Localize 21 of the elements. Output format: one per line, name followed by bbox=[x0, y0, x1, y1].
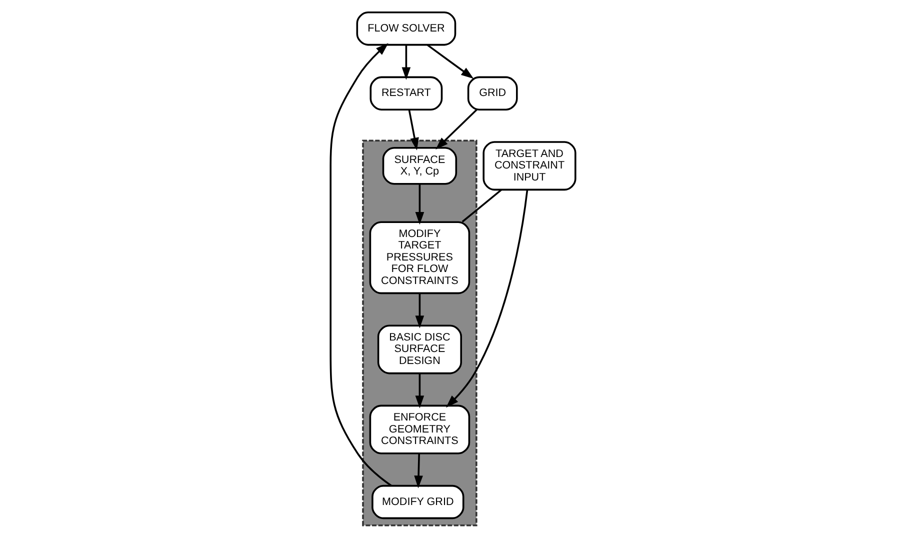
cluster bbox=[362, 140, 477, 526]
arrow bbox=[401, 45, 410, 80]
node-box: BASIC DISC SURFACE DESIGN bbox=[376, 324, 462, 374]
node-box: SURFACE X, Y, Cp bbox=[382, 146, 457, 185]
arrow bbox=[408, 109, 418, 150]
arrow bbox=[414, 293, 424, 328]
node-box: TARGET AND CONSTRAINT INPUT bbox=[482, 141, 576, 191]
node-box: RESTART bbox=[369, 76, 442, 110]
connector bbox=[461, 189, 502, 222]
arrow bbox=[414, 373, 424, 408]
node-box: ENFORCE GEOMETRY CONSTRAINTS bbox=[368, 404, 470, 454]
arrow bbox=[414, 454, 422, 488]
arrow bbox=[329, 43, 392, 486]
node-box: GRID bbox=[466, 76, 518, 110]
arrow bbox=[435, 108, 477, 150]
node-box: FLOW SOLVER bbox=[356, 12, 456, 46]
arrow bbox=[414, 184, 424, 225]
arrow bbox=[446, 190, 528, 408]
node-box: MODIFY GRID bbox=[371, 484, 464, 520]
arrow bbox=[426, 44, 474, 79]
node-box: MODIFY TARGET PRESSURES FOR FLOW CONSTRAINTS bbox=[368, 221, 470, 294]
